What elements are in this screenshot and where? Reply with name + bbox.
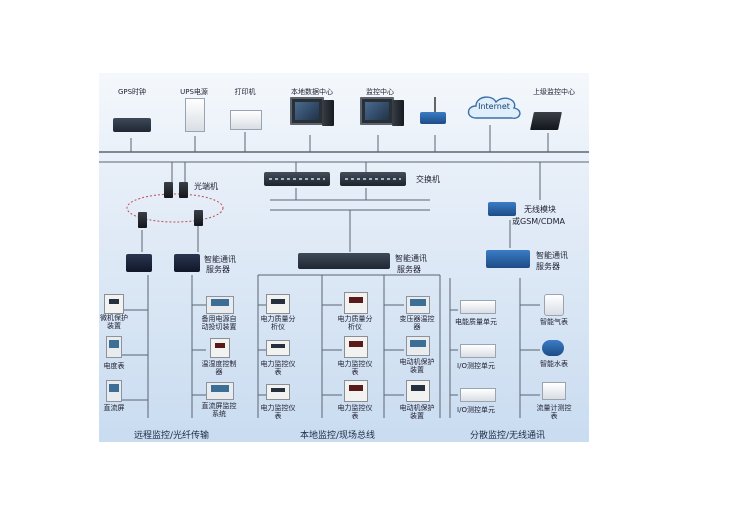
col2-label-2: 温湿度控制器 — [201, 360, 237, 376]
col6-label-1: 电能质量单元 — [455, 318, 497, 326]
internet-label: Internet — [478, 102, 510, 111]
leftcol-label-3: 直流屏 — [103, 404, 125, 412]
section-title-remote: 远程监控/光纤传输 — [134, 431, 210, 441]
col5-label-1: 变压器温控器 — [399, 315, 435, 331]
col3-label-3: 电力监控仪表 — [260, 404, 296, 420]
section-title-local: 本地监控/现场总线 — [300, 431, 376, 441]
optical-transceiver-1 — [164, 182, 173, 198]
switch-label: 交换机 — [416, 175, 440, 184]
col7-device-2 — [542, 340, 564, 356]
col4-label-1: 电力质量分析仪 — [337, 315, 373, 331]
leftcol-label-1: 微机保护装置 — [100, 314, 128, 330]
col3-label-2: 电力监控仪表 — [260, 360, 296, 376]
switch-device-2 — [340, 172, 406, 186]
switch-device-1 — [264, 172, 330, 186]
col3-label-1: 电力质量分析仪 — [260, 315, 296, 331]
col7-device-3 — [542, 382, 566, 400]
col2-device-2 — [210, 338, 230, 358]
section-title-distributed: 分散监控/无线通讯 — [470, 431, 546, 441]
printer-label: 打印机 — [234, 88, 256, 96]
col4-device-3 — [344, 380, 368, 402]
gps-clock-label: GPS时钟 — [117, 88, 147, 96]
optical-label: 光端机 — [194, 182, 218, 191]
optical-transceiver-2 — [179, 182, 188, 198]
ups-label: UPS电源 — [180, 88, 208, 96]
col3-device-1 — [266, 294, 290, 314]
leftcol-device-2 — [106, 336, 122, 358]
col7-device-1 — [544, 294, 564, 316]
leftcol-device-1 — [104, 294, 124, 314]
optical-transceiver-3 — [138, 212, 147, 228]
optical-transceiver-4 — [194, 210, 203, 226]
internet-cloud-icon — [467, 96, 521, 119]
comm-server-left-2 — [174, 254, 200, 272]
col2-label-3: 直流屏监控系统 — [201, 402, 237, 418]
antenna-icon — [434, 97, 436, 112]
col7-label-1: 智能气表 — [540, 318, 568, 326]
host-tower — [322, 100, 334, 126]
laptop-icon — [530, 112, 562, 130]
host-monitor — [290, 97, 324, 125]
comm-server-right — [486, 250, 530, 268]
wireless-label: 无线模块 — [524, 205, 556, 214]
workstation-monitor — [360, 97, 394, 125]
col5-device-2 — [406, 336, 430, 356]
col6-device-1 — [460, 300, 496, 314]
col3-device-2 — [266, 340, 290, 356]
col7-label-3: 流量计测控表 — [536, 404, 572, 420]
col6-device-2 — [460, 344, 496, 358]
leftcol-label-2: 电度表 — [103, 362, 125, 370]
col2-device-3 — [206, 382, 234, 400]
ups-device — [185, 98, 205, 132]
server-mid-label-2: 服务器 — [397, 265, 421, 274]
col6-label-2: I/O测控单元 — [457, 362, 495, 370]
col6-label-3: I/O测控单元 — [457, 406, 495, 414]
gps-clock-device — [113, 118, 151, 132]
host-label: 本地数据中心 — [291, 88, 333, 96]
server-right-label-1: 智能通讯 — [536, 251, 568, 260]
leftcol-device-3 — [106, 380, 122, 402]
workstation-label: 监控中心 — [366, 88, 394, 96]
workstation-tower — [392, 100, 404, 126]
server-left-label-1: 智能通讯 — [204, 255, 236, 264]
comm-server-middle — [298, 253, 390, 269]
col2-label-1: 备用电源自动投切装置 — [201, 315, 237, 331]
server-mid-label-1: 智能通讯 — [395, 254, 427, 263]
wireless-module-device — [488, 202, 516, 216]
printer-device — [230, 110, 262, 130]
col4-label-3: 电力监控仪表 — [337, 404, 373, 420]
col4-label-2: 电力监控仪表 — [337, 360, 373, 376]
wireless-router-device — [420, 112, 446, 124]
col4-device-2 — [344, 336, 368, 358]
remote-center-label: 上级监控中心 — [533, 88, 575, 96]
col2-device-1 — [206, 296, 234, 314]
wireless-sub-label: 或GSM/CDMA — [512, 217, 565, 226]
col5-device-1 — [406, 296, 430, 314]
col5-device-3 — [406, 380, 430, 402]
server-left-label-2: 服务器 — [206, 265, 230, 274]
col3-device-3 — [266, 384, 290, 400]
server-right-label-2: 服务器 — [536, 262, 560, 271]
col7-label-2: 智能水表 — [540, 360, 568, 368]
col6-device-3 — [460, 388, 496, 402]
comm-server-left-1 — [126, 254, 152, 272]
col5-label-3: 电动机保护装置 — [399, 404, 435, 420]
col5-label-2: 电动机保护装置 — [399, 358, 435, 374]
col4-device-1 — [344, 292, 368, 314]
